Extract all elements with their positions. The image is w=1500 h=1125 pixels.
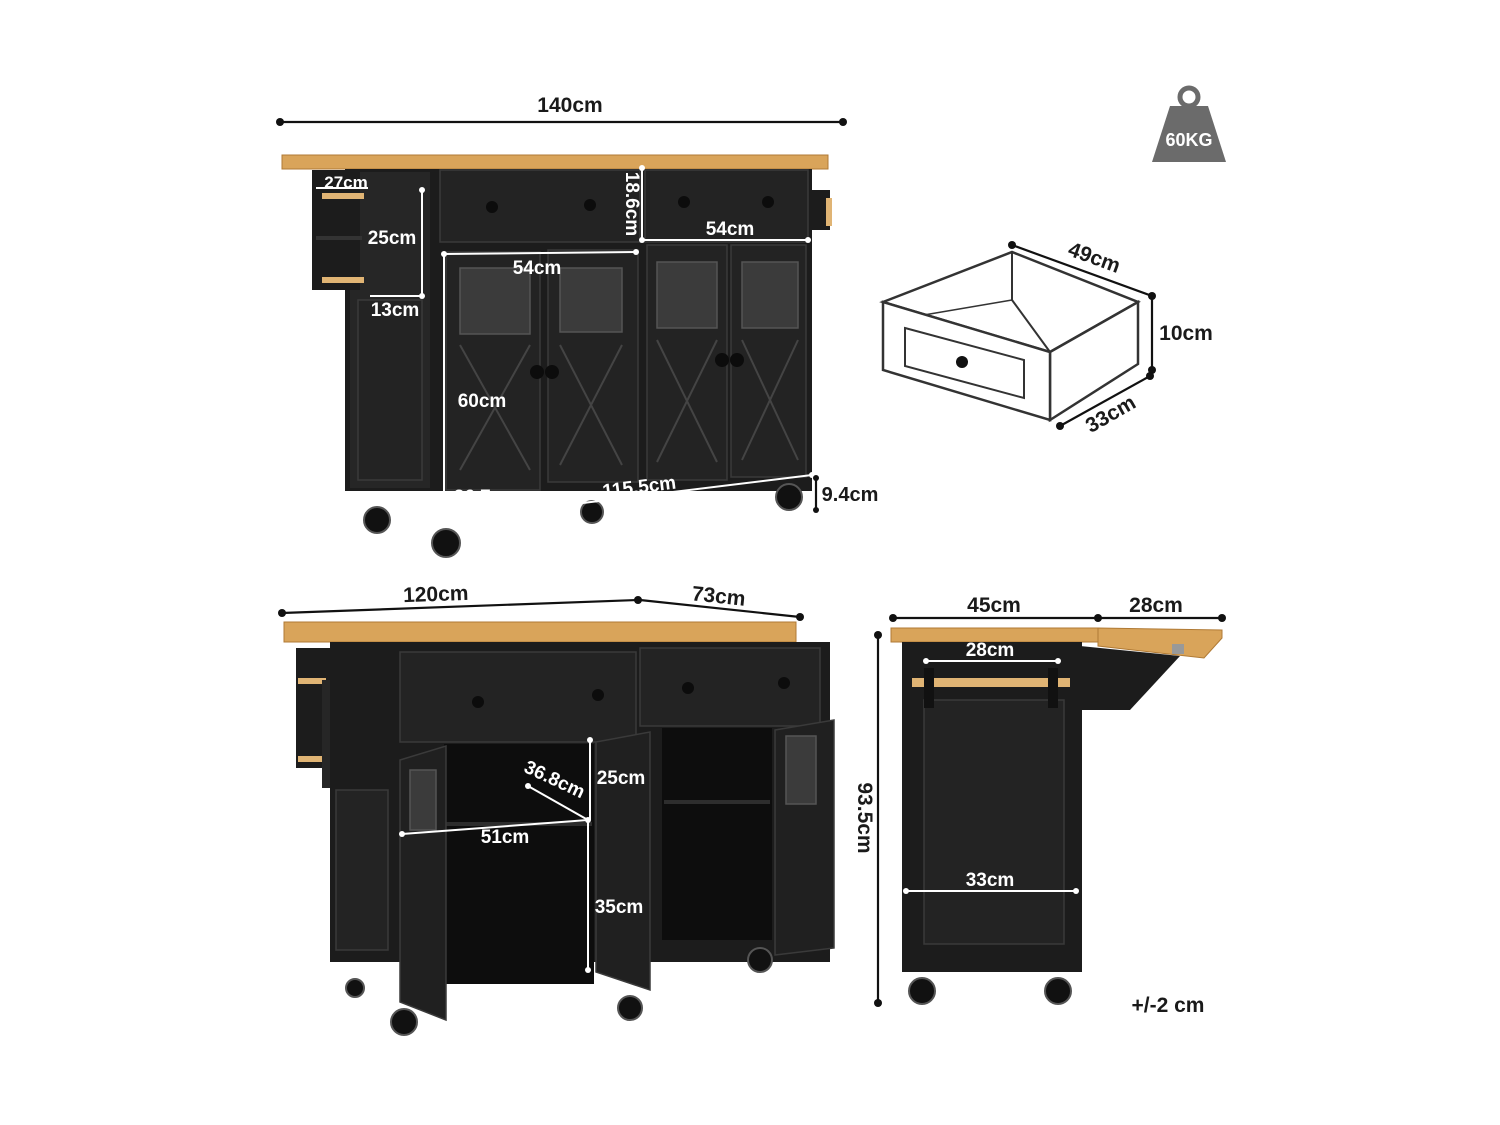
cabinet-height-label: 60cm [458, 391, 507, 412]
weight-badge: 60KG [1152, 85, 1226, 162]
depth-dimension: 73cm [639, 582, 804, 621]
towel-bar-dimension: 28cm [923, 640, 1061, 664]
body-width-dimension: 45cm [889, 594, 1102, 622]
drawer-detail-width-label: 49cm [1065, 238, 1123, 278]
rack-width-dimension: 27cm [316, 173, 368, 192]
drawer-width-dimension: 54cm [644, 219, 811, 243]
overall-width-label: 140cm [537, 94, 602, 117]
lower-height-dimension: 35cm [585, 822, 643, 973]
rack-depth-label: 13cm [371, 300, 420, 321]
door-width-label: 26.7cm [454, 487, 518, 508]
lower-height-label: 35cm [595, 897, 644, 918]
weight-icon [1152, 85, 1226, 162]
upper-height-label: 25cm [597, 768, 646, 789]
rack-height-dimension: 25cm 13cm [368, 187, 425, 321]
towel-bar-label: 28cm [966, 640, 1015, 661]
drawer-illustration [879, 250, 1141, 423]
cabinet-width-dimension: 54cm [441, 249, 639, 279]
cabinet-height-dimension: 60cm [443, 256, 507, 520]
length-label: 120cm [403, 582, 469, 607]
overall-width-dimension: 140cm [276, 94, 847, 126]
rack-width-label: 27cm [324, 173, 367, 192]
tolerance-note: +/-2 cm [1132, 994, 1205, 1017]
cabinet-width-label: 54cm [513, 258, 562, 279]
length-dimension: 120cm [278, 582, 642, 617]
total-height-dimension: 93.5cm [853, 631, 882, 1007]
upper-height-dimension: 25cm [587, 737, 645, 820]
inner-depth-dimension: 33cm [903, 870, 1079, 894]
weight-label: 60KG [1165, 130, 1212, 150]
door-width-dimension: 26.7cm [443, 487, 546, 508]
depth-label: 73cm [691, 582, 747, 610]
leaf-width-label: 28cm [1129, 594, 1183, 617]
drawer-width-label: 54cm [706, 219, 755, 240]
shelf-width-dimension: 51cm [399, 817, 591, 848]
caster-height-dimension: 9.4cm [813, 475, 878, 513]
front-view-illustration [281, 154, 832, 558]
shelf-width-label: 51cm [481, 827, 530, 848]
caster-height-label: 9.4cm [822, 484, 879, 506]
drawer-height-detail-dimension: 10cm [1148, 298, 1213, 374]
open-view-illustration [283, 621, 835, 1036]
inner-depth-label: 33cm [966, 870, 1015, 891]
drawer-height-label: 18.6cm [621, 172, 642, 236]
body-width-label: 45cm [967, 594, 1021, 617]
rack-height-label: 25cm [368, 228, 417, 249]
total-height-label: 93.5cm [853, 782, 876, 853]
side-view-illustration [890, 627, 1223, 1005]
leaf-width-dimension: 28cm [1100, 594, 1226, 622]
drawer-height-dimension: 18.6cm [621, 165, 645, 243]
drawer-detail-height-label: 10cm [1159, 322, 1213, 345]
